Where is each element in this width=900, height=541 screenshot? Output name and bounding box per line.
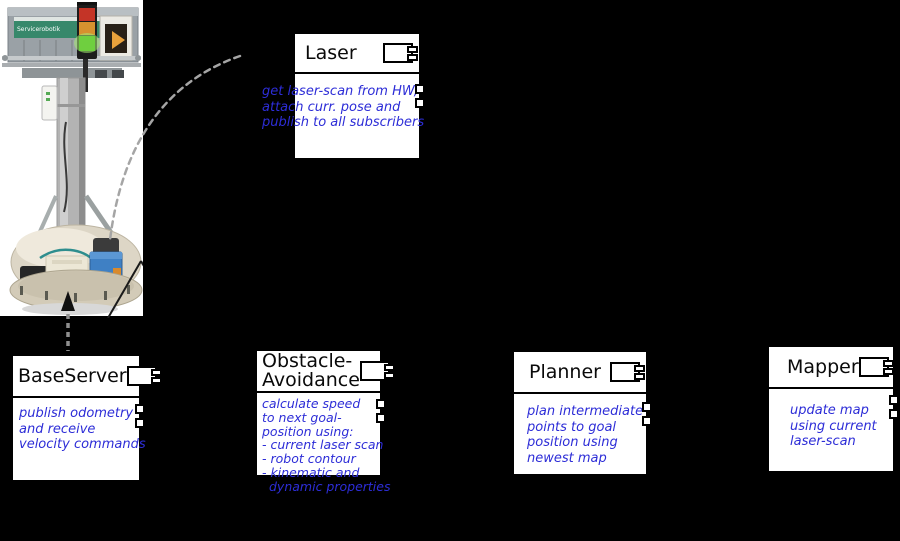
note-line: velocity commands — [19, 437, 146, 452]
note-line: points to goal — [527, 419, 617, 435]
component-note: get laser-scan from HW, attach curr. pos… — [262, 84, 425, 131]
poster-triangle-icon — [112, 31, 125, 49]
component-note: publish odometry and receive velocity co… — [19, 406, 146, 453]
note-line: laser-scan — [790, 434, 856, 449]
note-line: to next goal- — [262, 409, 342, 425]
note-line: and receive — [19, 421, 96, 437]
component-header: Mapper — [769, 347, 894, 389]
signal-red-light — [79, 8, 95, 21]
crate: Servicerobotik — [7, 7, 139, 63]
note-line: - current laser scan — [262, 437, 384, 453]
control-box — [41, 85, 58, 121]
note-line: plan intermediate — [527, 404, 644, 419]
laser-scanner-head — [93, 238, 119, 255]
note-line: publish odometry — [19, 406, 134, 421]
arrow-up-icon — [61, 291, 75, 311]
component-icon — [610, 362, 645, 382]
pointer-lines — [107, 260, 143, 318]
note-line: - kinematic and — [262, 464, 360, 480]
component-icon — [383, 43, 418, 63]
component-title: Planner — [529, 361, 601, 383]
port — [135, 404, 145, 414]
port — [889, 409, 899, 419]
component-header: Obstacle- Avoidance — [257, 350, 395, 393]
component-planner: Planner plan intermediate points to goal… — [512, 350, 652, 476]
component-body: publish odometry and receive velocity co… — [13, 398, 146, 453]
component-obstacle-avoidance: Obstacle- Avoidance calculate speed to n… — [255, 349, 395, 493]
component-title: Obstacle- Avoidance — [262, 350, 360, 391]
note-line: position using — [527, 435, 618, 450]
signal-amber-light — [79, 22, 95, 35]
note-line: calculate speed — [262, 396, 361, 411]
port — [376, 399, 386, 409]
signal-green-light — [79, 36, 95, 51]
port — [415, 84, 425, 94]
component-header: BaseServer — [13, 356, 162, 398]
note-line: dynamic properties — [269, 478, 391, 494]
component-baseserver: BaseServer publish odometry and receive … — [11, 354, 162, 482]
note-line: update map — [790, 403, 869, 418]
port — [415, 98, 425, 108]
component-icon — [858, 357, 894, 377]
note-line: newest map — [527, 450, 607, 466]
component-body: get laser-scan from HW, attach curr. pos… — [262, 74, 424, 131]
robot-photo: Servicerobotik — [0, 0, 143, 318]
note-line: publish to all subscribers — [262, 115, 425, 130]
port — [642, 402, 652, 412]
component-header: Laser — [295, 34, 419, 74]
cable — [63, 121, 68, 213]
component-mapper: Mapper update map using current laser-sc… — [767, 345, 899, 473]
note-line: attach curr. pose and — [262, 99, 401, 115]
component-title: Laser — [305, 42, 357, 64]
port — [642, 416, 652, 426]
mount-rails — [2, 55, 141, 78]
port — [135, 418, 145, 428]
component-body: update map using current laser-scan — [769, 389, 893, 450]
component-note: update map using current laser-scan — [790, 403, 893, 450]
note-line: get laser-scan from HW, — [262, 84, 418, 99]
component-title: Mapper — [787, 356, 859, 378]
component-laser: Laser get laser-scan from HW, attach cur… — [262, 32, 425, 160]
component-icon — [359, 361, 395, 381]
component-header: Planner — [514, 352, 646, 394]
component-body: plan intermediate points to goal positio… — [514, 394, 646, 466]
pole — [36, 77, 119, 242]
signal-tower-icon — [74, 2, 100, 92]
port — [889, 395, 899, 405]
crate-label: Servicerobotik — [17, 26, 61, 33]
robot-base — [9, 224, 143, 315]
port — [376, 413, 386, 423]
component-note: calculate speed to next goal- position u… — [262, 396, 391, 494]
note-line: position using: — [262, 423, 354, 439]
component-icon — [126, 366, 162, 386]
note-line: using current — [790, 418, 877, 434]
component-title: BaseServer — [18, 365, 127, 387]
note-line: - robot contour — [262, 451, 356, 467]
component-body: calculate speed to next goal- position u… — [257, 393, 391, 494]
component-note: plan intermediate points to goal positio… — [527, 404, 646, 466]
